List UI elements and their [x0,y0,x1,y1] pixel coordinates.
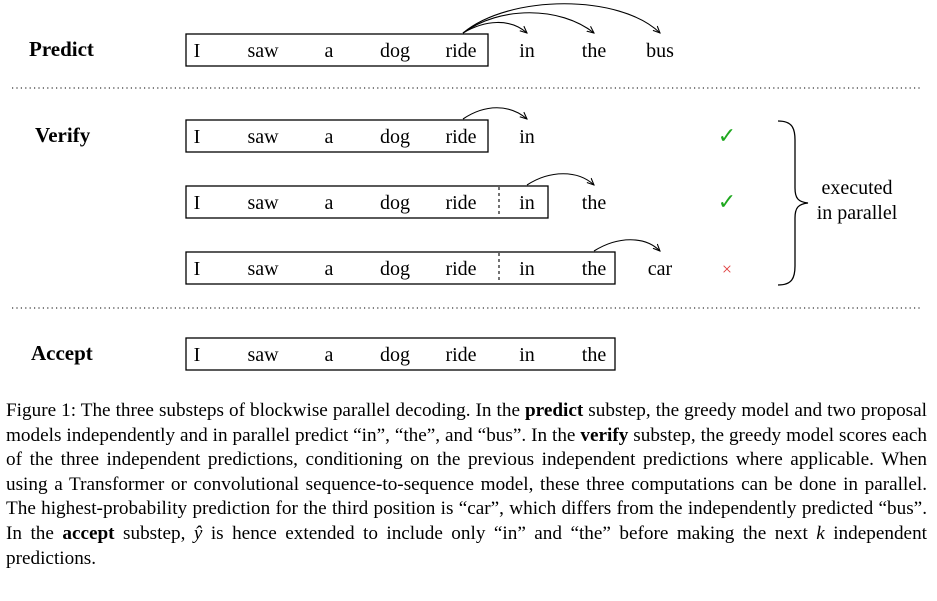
predict-box [185,33,489,67]
caption-accept-term: accept [62,522,115,544]
token: car [648,258,673,280]
accept-label: Accept [31,341,93,365]
token: a [325,192,334,214]
token: a [325,258,334,280]
token: saw [247,344,279,366]
verify-label: Verify [35,123,91,147]
predict-label: Predict [29,37,94,61]
caption-text: substep, the greedy model scores each of… [6,424,927,544]
token: the [582,344,607,366]
token: ride [445,258,476,280]
token: in [519,126,535,148]
right-brace-icon [777,120,809,286]
token: the [582,258,607,280]
token: dog [380,258,410,280]
caption-text: substep, the greedy model and two propos… [6,400,927,446]
token: saw [247,258,279,280]
token: dog [380,40,410,62]
verify-box-1 [185,119,489,153]
token: I [194,344,201,366]
caption-y-hat: ŷ [193,522,203,544]
verify-2-tokens: I saw a dog ride in the [194,192,607,214]
verify-1-arrow [462,107,527,119]
caption-text: independent predictions. [6,522,927,569]
check-mark-icon: ✓ [718,123,736,148]
token: I [194,258,201,280]
verify-1-tokens: I saw a dog ride in [194,126,535,148]
caption-text: The three substeps of blockwise parallel… [76,400,526,421]
arrow-to-in [462,21,527,33]
caption-text: is hence extended to include only “in” a… [202,522,817,544]
token: in [519,258,535,280]
token: ride [445,126,476,148]
token: a [325,126,334,148]
token: ride [445,40,476,62]
token: ride [445,344,476,366]
predict-arrows [462,3,660,33]
token: the [582,192,607,214]
predict-tokens: I saw a dog ride in the bus [194,40,674,62]
token: the [582,40,607,62]
verify-box-3 [185,251,616,285]
token: a [325,344,334,366]
token: a [325,40,334,62]
verify-box-2 [185,185,549,219]
figure-number: Figure 1: [6,400,77,421]
token: saw [247,192,279,214]
caption-k: k [816,522,825,544]
caption-text: substep, [114,522,194,544]
token: I [194,40,201,62]
parallel-note-line-2: in parallel [817,202,898,224]
token: I [194,192,201,214]
caption-predict-term: predict [525,400,584,421]
arrow-to-bus [462,3,660,33]
verify-2-arrow [526,173,594,185]
check-mark-icon: ✓ [718,189,736,214]
accept-tokens: I saw a dog ride in the [194,344,607,366]
token: saw [247,126,279,148]
accept-box [185,337,616,371]
figure-caption: Figure 1: The three substeps of blockwis… [6,399,927,571]
token: dog [380,344,410,366]
caption-verify-term: verify [580,424,629,446]
token: dog [380,126,410,148]
token: in [519,192,535,214]
token: dog [380,192,410,214]
token: in [519,344,535,366]
cross-mark-icon: × [722,259,732,279]
token: ride [445,192,476,214]
token: I [194,126,201,148]
token: saw [247,40,279,62]
parallel-note-line-1: executed [821,177,892,199]
verify-3-arrow [593,239,660,251]
verify-3-tokens: I saw a dog ride in the car [194,258,673,280]
token: in [519,40,535,62]
blockwise-decoding-diagram: Predict I saw a dog ride in the bus Veri… [12,3,922,371]
arrow-to-the [462,12,594,33]
token: bus [646,40,674,62]
